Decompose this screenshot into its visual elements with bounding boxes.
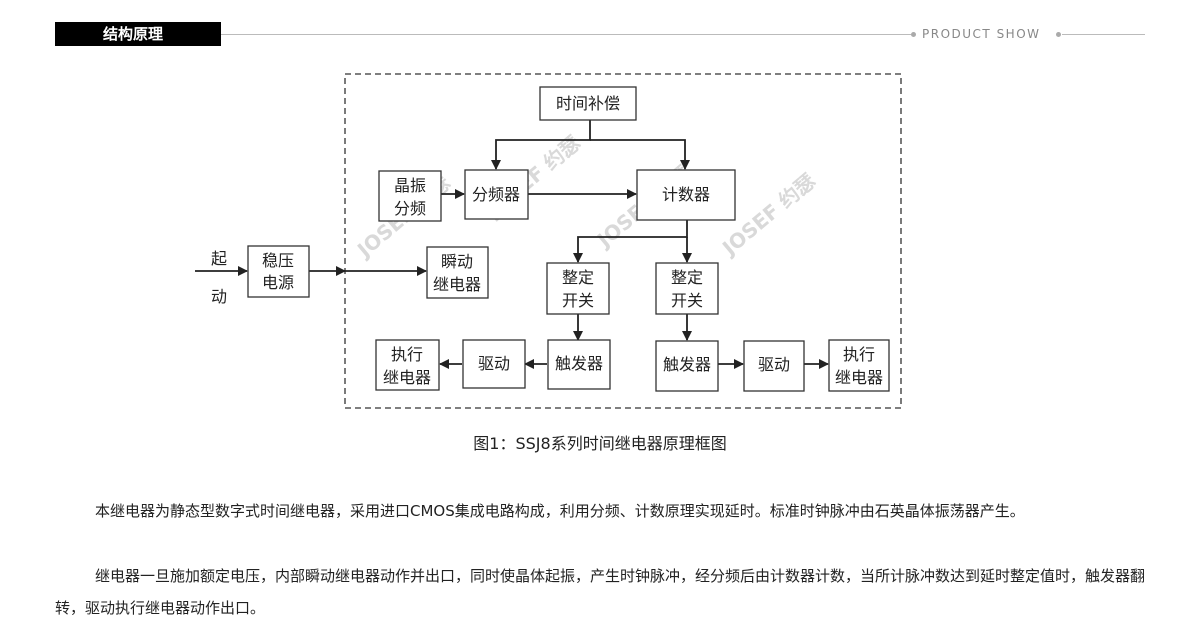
label-exec-relay-2a: 执行 (843, 345, 875, 364)
header-dot-left (911, 32, 916, 37)
label-start-2: 动 (211, 287, 227, 306)
box-drive-2 (743, 340, 805, 392)
arrow-timecomp-to-counter (590, 139, 690, 170)
label-counter: 计数器 (662, 185, 710, 204)
box-crystal (378, 170, 442, 222)
box-trigger-2 (655, 340, 719, 392)
section-title: 结构原理 (55, 22, 221, 46)
header-divider-right (1062, 34, 1145, 35)
box-counter (636, 169, 736, 221)
arrow-counter-to-switch1 (573, 220, 688, 263)
figure-caption: 图1：SSJ8系列时间继电器原理框图 (473, 434, 727, 453)
description-paragraph-2: 继电器一旦施加额定电压，内部瞬动继电器动作并出口，同时使晶体起振，产生时钟脉冲，… (55, 567, 1146, 617)
label-start-1: 起 (211, 249, 227, 268)
label-regulator-1: 稳压 (262, 251, 294, 270)
label-set-switch-2a: 整定 (671, 268, 703, 287)
label-time-compensation: 时间补偿 (556, 94, 620, 113)
box-time-compensation (539, 86, 637, 121)
label-exec-relay-1b: 继电器 (383, 368, 431, 387)
label-exec-relay-2b: 继电器 (835, 368, 883, 387)
product-show-tag: PRODUCT SHOW (922, 27, 1041, 41)
label-instant-relay-1: 瞬动 (441, 252, 473, 271)
description-paragraph-1: 本继电器为静态型数字式时间继电器，采用进口CMOS集成电路构成，利用分频、计数原… (95, 502, 1025, 520)
label-set-switch-1b: 开关 (562, 291, 594, 310)
label-trigger-1: 触发器 (555, 354, 603, 373)
header-divider (221, 34, 911, 35)
arrow-timecomp-split (491, 120, 591, 170)
label-crystal-1: 晶振 (394, 176, 426, 195)
connectors (195, 120, 829, 369)
box-exec-relay-1 (375, 339, 440, 391)
box-set-switch-2 (655, 262, 719, 315)
box-set-switch-1 (546, 262, 610, 315)
box-trigger-1 (547, 339, 611, 390)
label-drive-2: 驱动 (758, 355, 790, 374)
box-drive-1 (462, 339, 526, 389)
label-exec-relay-1a: 执行 (391, 345, 423, 364)
label-set-switch-2b: 开关 (671, 291, 703, 310)
label-divider: 分频器 (472, 185, 520, 204)
label-trigger-2: 触发器 (663, 355, 711, 374)
label-regulator-2: 电源 (262, 273, 294, 292)
label-drive-1: 驱动 (478, 354, 510, 373)
module-boundary (344, 73, 902, 409)
label-crystal-2: 分频 (394, 199, 426, 218)
box-exec-relay-2 (828, 339, 890, 392)
box-divider (464, 169, 529, 220)
header-dot-right (1056, 32, 1061, 37)
label-set-switch-1a: 整定 (562, 268, 594, 287)
box-regulator (247, 245, 310, 298)
box-instant-relay (426, 246, 489, 299)
label-instant-relay-2: 继电器 (433, 275, 481, 294)
